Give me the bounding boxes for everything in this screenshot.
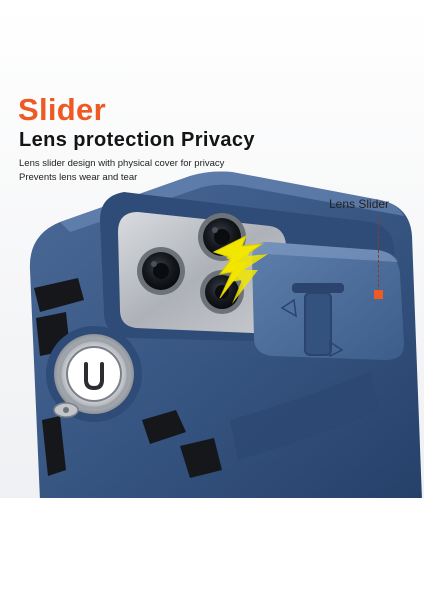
- feature-heading: Slider: [18, 92, 106, 127]
- slide-arrow-icon: [329, 340, 344, 358]
- camera-lens-left: [137, 247, 185, 295]
- side-grip-panel: [34, 278, 84, 312]
- slider-grip: [292, 283, 344, 293]
- ring-holder: [46, 326, 142, 422]
- slide-arrow-icon: [280, 298, 297, 318]
- feature-subheading: Lens protection Privacy: [19, 129, 255, 151]
- lightning-bolt-icon: [226, 246, 268, 304]
- callout-marker: [374, 290, 383, 299]
- description-line: Lens slider design with physical cover f…: [19, 158, 225, 169]
- camera-module: [118, 212, 290, 334]
- magnet-icon: [84, 362, 104, 391]
- description-line: Prevents lens wear and tear: [19, 172, 138, 183]
- callout-dashed-line: [378, 216, 379, 292]
- side-grip-panel: [142, 410, 186, 444]
- lens-slider-callout-label: Lens Slider: [329, 197, 390, 211]
- bottom-backdrop: [0, 498, 424, 600]
